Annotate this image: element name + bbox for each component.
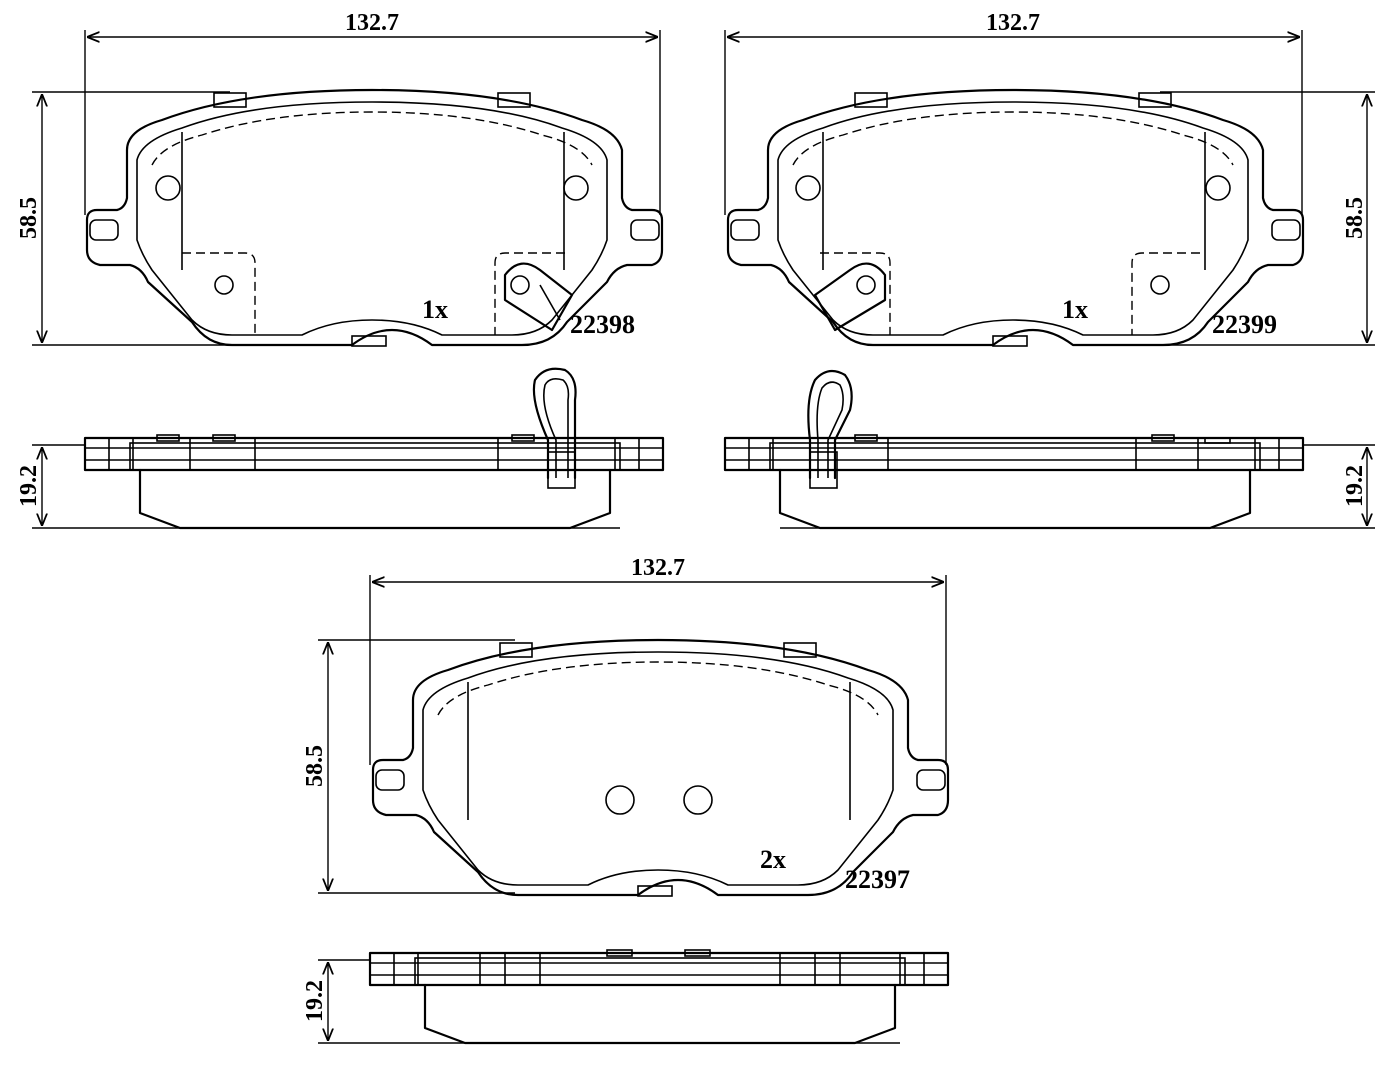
part-number-label: 22399 [1212, 310, 1277, 339]
pad-22399-height-dimension: 58.5 [1160, 91, 1375, 346]
pad-22397-height-dimension: 58.5 [302, 639, 515, 894]
pad-22399-front-view [726, 88, 1305, 348]
pad-22397-side-view [368, 949, 950, 1045]
pad-22398-height-dimension: 58.5 [16, 91, 230, 346]
thickness-label: 19.2 [16, 465, 42, 507]
width-label: 132.7 [631, 555, 685, 581]
quantity-label: 1x [1062, 295, 1088, 324]
pad-22398-width-dimension: 132.7 [84, 10, 661, 215]
pad-22397-front-view [371, 638, 950, 898]
pad-22399-side-view [723, 369, 1305, 530]
pad-22399-width-dimension: 132.7 [724, 10, 1303, 215]
quantity-label: 1x [422, 295, 448, 324]
part-number-label: 22398 [570, 310, 635, 339]
pad-22398-thickness-dimension: 19.2 [16, 444, 620, 529]
quantity-label: 2x [760, 845, 786, 874]
thickness-label: 19.2 [302, 980, 328, 1022]
pad-22398-front-view [85, 88, 664, 348]
height-label: 58.5 [16, 197, 42, 239]
pad-22397-thickness-dimension: 19.2 [302, 959, 900, 1044]
thickness-label: 19.2 [1342, 465, 1368, 507]
pad-22398-side-view [83, 367, 665, 530]
pad-22397-width-dimension: 132.7 [369, 555, 947, 765]
height-label: 58.5 [302, 745, 328, 787]
width-label: 132.7 [345, 10, 399, 36]
pad-22399-thickness-dimension: 19.2 [780, 444, 1375, 529]
width-label: 132.7 [986, 10, 1040, 36]
height-label: 58.5 [1342, 197, 1368, 239]
part-number-label: 22397 [845, 865, 910, 894]
